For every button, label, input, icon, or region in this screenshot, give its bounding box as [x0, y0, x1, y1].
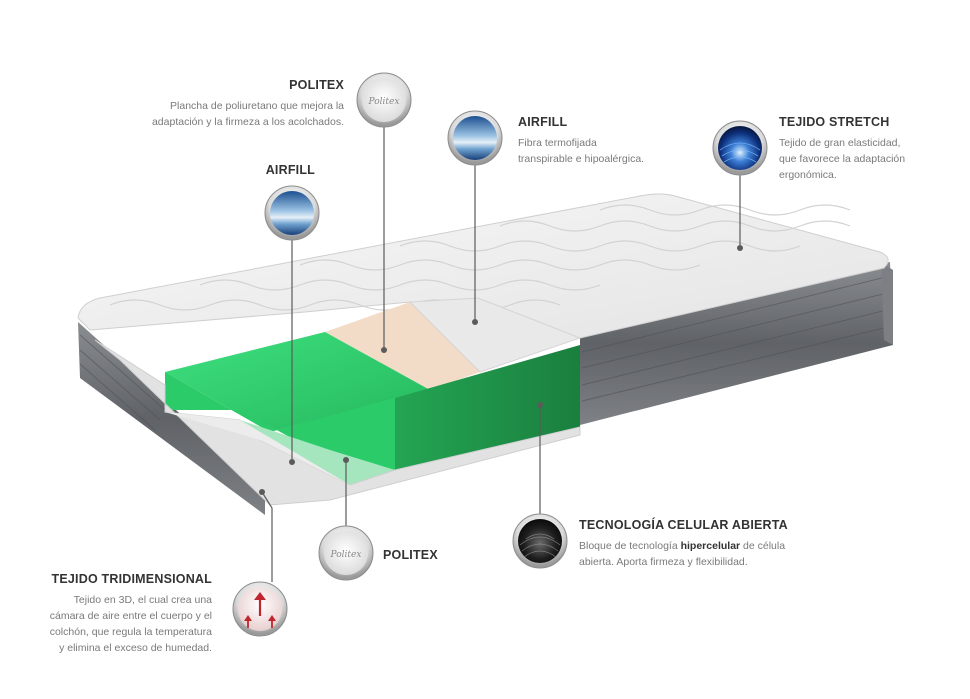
- politex-top-desc: Plancha de poliuretano que mejora la ada…: [114, 98, 344, 130]
- tecnologia-swatch-icon: [512, 513, 568, 569]
- leader-lines: [261, 120, 741, 582]
- mattress: [77, 193, 893, 515]
- mattress-left-side: [78, 322, 265, 515]
- left-side-stripes: [79, 334, 166, 431]
- tejido-stretch-desc-line3: ergonómica.: [779, 169, 837, 181]
- tecnologia-desc-line1: Bloque de tecnología hipercelular de cél…: [579, 538, 785, 554]
- tejido-tridimensional-swatch-icon: [232, 581, 288, 637]
- foam-block-lower: [165, 372, 395, 470]
- airfill-layer-cut: [408, 297, 582, 373]
- svg-text:Politex: Politex: [368, 97, 400, 107]
- tejido-tridimensional-desc-line4: y elimina el exceso de humedad.: [59, 642, 212, 654]
- airfill-center-desc-line2: transpirable e hipoalérgica.: [518, 153, 645, 165]
- airfill-left-title: AIRFILL: [265, 163, 315, 177]
- airfill-center-title: AIRFILL: [518, 115, 568, 129]
- leader-dots: [259, 245, 743, 495]
- tecnologia-title: TECNOLOGÍA CELULAR ABIERTA: [579, 518, 788, 532]
- politex-swatch-icon: Politex: [356, 72, 412, 128]
- politex-bottom-swatch-icon: Politex: [318, 525, 374, 581]
- mattress-front-side: [580, 262, 893, 425]
- tecnologia-desc-pre: Bloque de tecnología: [579, 540, 681, 552]
- tejido-tridimensional-desc-line1: Tejido en 3D, el cual crea una: [73, 594, 212, 606]
- airfill-center-desc: Fibra termofijada transpirable e hipoalé…: [518, 135, 644, 167]
- side-stripes: [581, 275, 893, 402]
- svg-text:Politex: Politex: [330, 550, 362, 560]
- airfill-left-swatch-icon: [264, 185, 320, 241]
- mattress-end-side: [881, 262, 893, 345]
- tecnologia-desc: Bloque de tecnología hipercelular de cél…: [579, 538, 785, 570]
- tejido-stretch-desc: Tejido de gran elasticidad, que favorece…: [779, 135, 905, 183]
- tejido-tridimensional-desc-line2: cámara de aire entre el cuerpo y el: [49, 610, 212, 622]
- tejido-stretch-desc-line1: Tejido de gran elasticidad,: [779, 137, 901, 149]
- foam-block-front: [395, 345, 580, 470]
- politex-bottom-title: POLITEX: [383, 548, 438, 562]
- tejido-tridimensional-desc-line3: colchón, que regula la temperatura: [49, 626, 212, 638]
- tejido-stretch-swatch-icon: [712, 120, 768, 176]
- airfill-swatch-icon: [447, 110, 503, 166]
- foam-translucent: [240, 420, 395, 485]
- tejido-tridimensional-desc: Tejido en 3D, el cual crea una cámara de…: [12, 592, 212, 656]
- tecnologia-desc-bold: hipercelular: [680, 540, 741, 552]
- politex-top-title: POLITEX: [289, 78, 344, 92]
- tecnologia-desc-line2: abierta. Aporta firmeza y flexibilidad.: [579, 556, 748, 568]
- politex-top-desc-line2: adaptación y la firmeza a los acolchados…: [151, 116, 344, 128]
- tejido-stretch-title: TEJIDO STRETCH: [779, 115, 890, 129]
- politex-layer-cut: [325, 302, 480, 390]
- tejido-stretch-desc-line2: que favorece la adaptación: [779, 153, 906, 165]
- politex-top-desc-line1: Plancha de poliuretano que mejora la: [170, 100, 344, 112]
- tejido-tridimensional-title: TEJIDO TRIDIMENSIONAL: [51, 572, 212, 586]
- tecnologia-desc-post: de célula: [740, 540, 786, 552]
- airfill-center-desc-line1: Fibra termofijada: [518, 137, 597, 149]
